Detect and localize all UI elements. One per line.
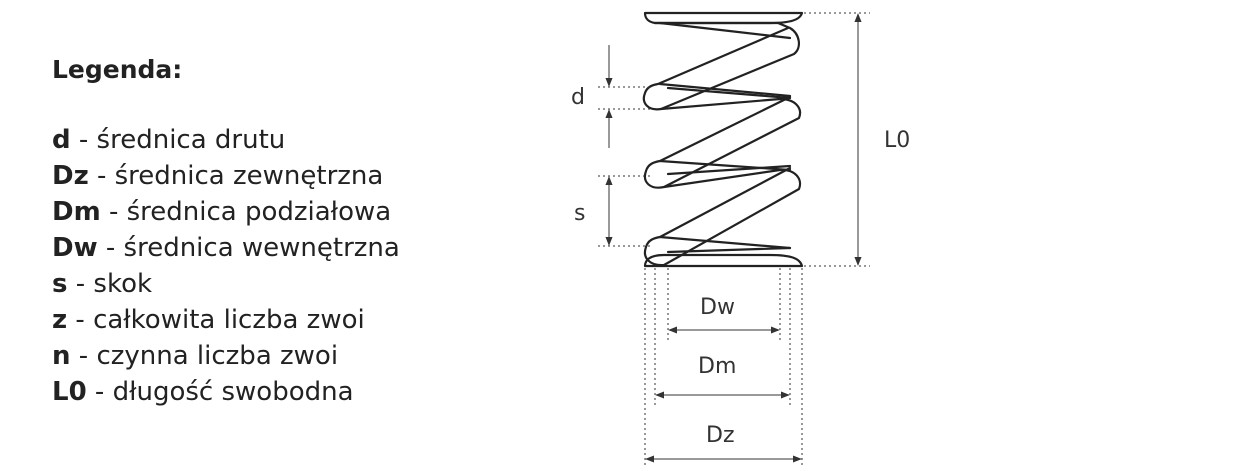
dimension-s	[598, 175, 650, 247]
legend-description: średnica podziałowa	[126, 197, 392, 227]
dimension-L0	[804, 12, 870, 267]
legend-separator: -	[100, 197, 127, 227]
spring-back-wire	[658, 21, 792, 254]
legend-item: Dw - średnica wewnętrzna	[52, 230, 512, 266]
spring-coils	[642, 11, 804, 268]
spring-top-end-coil	[643, 11, 804, 25]
legend-item: Dm - średnica podziałowa	[52, 194, 512, 230]
legend-symbol: L0	[52, 377, 87, 407]
label-Dw: Dw	[700, 295, 735, 320]
legend-item: z - całkowita liczba zwoi	[52, 302, 512, 338]
legend-description: średnica wewnętrzna	[123, 233, 400, 263]
legend-description: średnica drutu	[96, 125, 286, 155]
legend-symbol: z	[52, 305, 68, 335]
spring-front-coil	[642, 21, 800, 111]
legend-item: d - średnica drutu	[52, 122, 512, 158]
legend-symbol: Dw	[52, 233, 98, 263]
legend-description: skok	[93, 269, 153, 299]
legend: Legenda: d - średnica drutu Dz - średnic…	[52, 52, 512, 410]
legend-item: n - czynna liczba zwoi	[52, 338, 512, 374]
dimension-d	[598, 45, 650, 148]
legend-separator: -	[67, 305, 94, 335]
spring-inner-wire	[658, 82, 792, 250]
legend-item: Dz - średnica zewnętrzna	[52, 158, 512, 194]
label-d: d	[571, 85, 585, 110]
legend-description: długość swobodna	[112, 377, 354, 407]
legend-list: d - średnica drutu Dz - średnica zewnętr…	[52, 122, 512, 410]
legend-separator: -	[70, 125, 97, 155]
label-Dz: Dz	[706, 423, 735, 448]
legend-separator: -	[97, 233, 124, 263]
legend-item: s - skok	[52, 266, 512, 302]
legend-separator: -	[88, 161, 115, 191]
spring-front-coil	[643, 166, 802, 267]
legend-symbol: Dm	[52, 197, 101, 227]
legend-separator: -	[67, 269, 94, 299]
legend-description: całkowita liczba zwoi	[93, 305, 365, 335]
label-Dm: Dm	[698, 354, 736, 379]
spring-back-coil	[643, 95, 802, 189]
legend-title: Legenda:	[52, 55, 183, 84]
legend-description: średnica zewnętrzna	[114, 161, 384, 191]
legend-separator: -	[86, 377, 113, 407]
legend-item: L0 - długość swobodna	[52, 374, 512, 410]
label-L0: L0	[884, 128, 910, 153]
legend-symbol: s	[52, 269, 68, 299]
legend-description: czynna liczba zwoi	[96, 341, 339, 371]
spring-bottom-end-coil	[643, 253, 804, 268]
diameter-extension-lines	[644, 268, 803, 468]
legend-separator: -	[70, 341, 97, 371]
label-s: s	[574, 201, 585, 226]
legend-symbol: Dz	[52, 161, 89, 191]
legend-symbol: n	[52, 341, 71, 371]
legend-symbol: d	[52, 125, 71, 155]
